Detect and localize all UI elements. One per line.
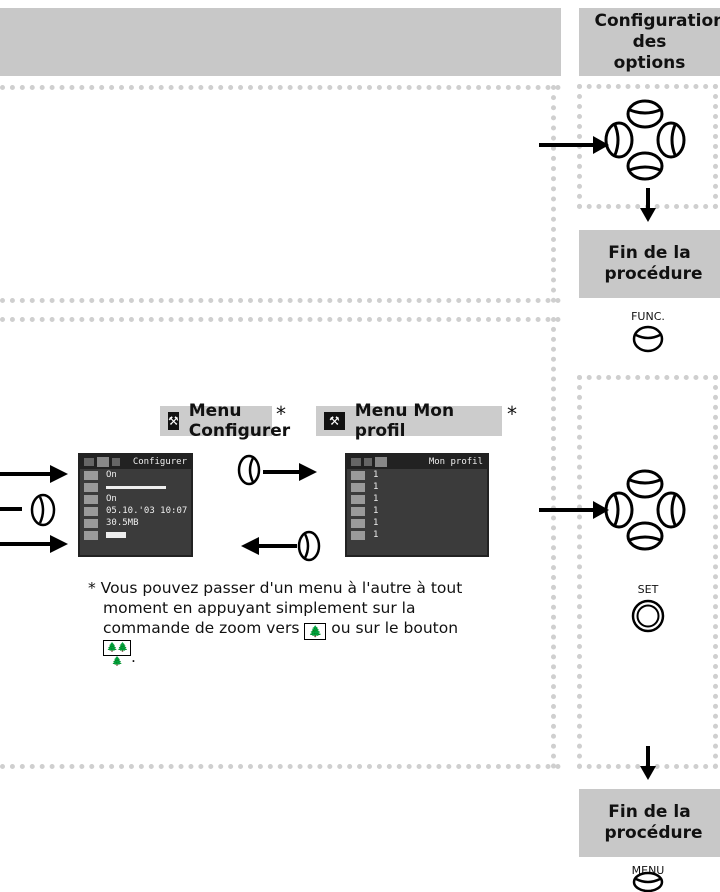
screen-row-value: 1 [373,470,379,480]
dpad-icon-top[interactable] [597,92,693,188]
configurer-screen: Configurer On On 05.10.'03 10:07 30.5MB [78,453,193,557]
footnote-star: * [507,402,517,426]
options-heading: Configuration des options [579,8,720,76]
dotted-divider-mid2 [0,317,561,322]
end-heading-2: Fin de la procédure [579,789,720,857]
section-header-bar [0,8,561,76]
menu-monprofil-text: Menu Mon profil [354,401,455,441]
screen-row-value: 1 [373,482,379,492]
left-button-icon [30,493,56,527]
dpad-box-bottom [577,375,718,769]
telephoto-icon: 🌲 [304,623,327,640]
screen-row-value: 1 [373,530,379,540]
screen-row-value: 1 [373,506,379,516]
screen-title: Mon profil [428,457,483,467]
dotted-divider-mid [0,298,561,303]
dpad-icon-bottom[interactable] [597,462,693,558]
footnote-line: . [131,648,136,666]
arrow-left-icon [241,530,321,562]
screen-row-value: 1 [373,518,379,528]
set-button-icon[interactable] [630,598,666,634]
screen-tabs: Mon profil [347,455,487,469]
dotted-divider-vert-bottom [551,317,556,769]
func-button-icon[interactable] [630,324,666,354]
dotted-divider-vert-top [551,85,556,303]
menu-configurer-label: ⚒ Menu Configurer [160,401,290,441]
end-heading-2-text: Fin de la procédure [604,802,703,843]
set-label: SET [637,583,659,596]
arrow-right-icon [237,454,317,486]
options-heading-text: Configuration des options [594,10,720,73]
footnote-line: commande de zoom vers [103,619,300,637]
resolution-bars [106,532,126,538]
arrow-right-icon [539,136,609,154]
end-heading-1-text: Fin de la procédure [604,243,703,284]
func-label: FUNC. [631,310,665,323]
arrow-group-left [0,465,68,553]
wide-angle-icon: 🌲🌲🌲 [103,640,131,667]
footnote-star: * [276,402,286,426]
screen-row-value: 05.10.'03 10:07 [106,506,188,516]
arrow-down-icon [640,746,656,780]
screen-row-value: 1 [373,494,379,504]
footnote-line: ou sur le bouton [331,619,459,637]
footnote-line: * Vous pouvez passer d'un menu à l'autre… [88,579,463,597]
screen-row-value: 30.5MB [106,518,139,528]
arrow-down-icon [640,188,656,222]
footnote-line: moment en appuyant simplement sur la [103,599,416,617]
menu-monprofil-label: ⚒ Menu Mon profil [316,401,502,441]
menu-configurer-text: Menu Configurer [188,401,291,441]
end-heading-1: Fin de la procédure [579,230,720,298]
monprofil-screen: Mon profil 1 1 1 1 1 1 [345,453,489,557]
screen-row-value: On [106,494,117,504]
dotted-divider-bottom [0,764,561,769]
screen-tabs: Configurer [80,455,191,469]
dotted-divider-top [0,85,561,90]
tools-icon: ⚒ [324,412,345,430]
volume-bar [106,485,166,489]
screen-title: Configurer [132,457,187,467]
screen-row-value: On [106,470,117,480]
arrow-right-icon [539,501,609,519]
menu-button-icon[interactable] [630,868,666,892]
tools-icon: ⚒ [168,412,179,430]
footnote-text: * Vous pouvez passer d'un menu à l'autre… [88,578,548,667]
